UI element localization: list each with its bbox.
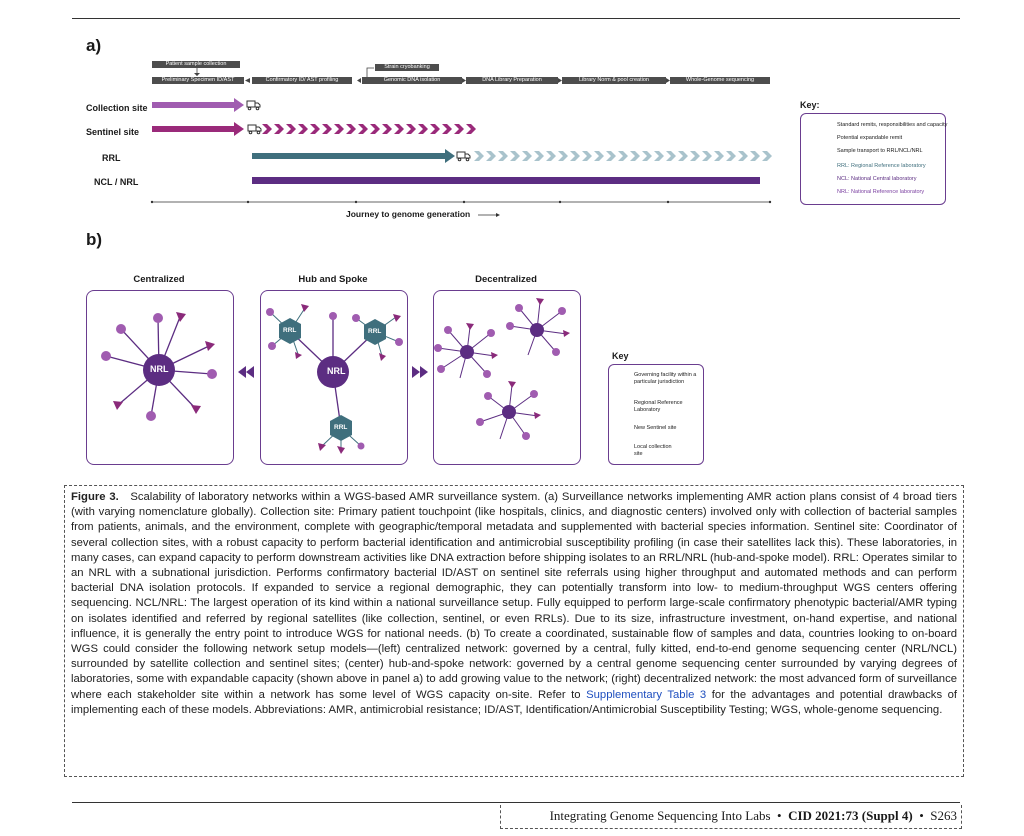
key-a-box: Standard remits, responsibilities and ca… — [800, 113, 948, 205]
patient-collection-box: Patient sample collection — [152, 61, 240, 68]
figure-label: Figure 3. — [71, 491, 119, 503]
truck-icon — [246, 100, 261, 111]
row-label-sentinel: Sentinel site — [86, 127, 140, 137]
key-b-item: Regional Reference Laboratory — [634, 400, 683, 413]
figure-caption: Figure 3. Scalability of laboratory netw… — [64, 485, 964, 777]
key-a-item: Sample transport to RRL/NCL/NRL — [837, 148, 923, 154]
row-label-ncl: NCL / NRL — [94, 177, 139, 187]
key-a-item: RRL: Regional Reference laboratory — [837, 163, 926, 169]
page-number: S263 — [930, 808, 957, 823]
key-a-title: Key: — [800, 100, 820, 110]
panel-b-label: b) — [86, 230, 103, 249]
truck-icon — [456, 151, 471, 162]
running-footer: Integrating Genome Sequencing Into Labs … — [500, 805, 962, 829]
step-preliminary-id: Preliminary Specimen ID/AST — [152, 77, 244, 84]
key-b-item: New Sentinel site — [634, 425, 677, 431]
hub-spoke-box — [260, 290, 408, 465]
key-b-box: Governing facility within a particular j… — [608, 364, 704, 465]
centralized-box — [86, 290, 234, 465]
hub-nrl-label: NRL — [327, 366, 346, 376]
strain-cryobanking-box: Strain cryobanking — [375, 64, 439, 71]
title-hub-spoke: Hub and Spoke — [298, 274, 368, 285]
citation: CID 2021:73 (Suppl 4) — [788, 808, 913, 823]
journal-title: Integrating Genome Sequencing Into Labs — [549, 808, 771, 823]
rrl-label: RRL — [283, 327, 297, 334]
key-a-item: Potential expandable remit — [837, 135, 903, 141]
top-rule — [72, 18, 960, 19]
panel-b-diagram — [101, 298, 627, 454]
step-library-norm: Library Norm & pool creation — [562, 77, 666, 84]
step-library-prep: DNA Library Preparation — [466, 77, 558, 84]
step-confirmatory-id: Confirmatory ID/ AST profiling — [252, 77, 352, 84]
central-nrl-label: NRL — [150, 364, 169, 374]
journey-label: Journey to genome generation — [346, 209, 471, 219]
decentralized-box — [433, 290, 581, 465]
caption-text-end: for the advantages and potential drawbac… — [71, 688, 958, 716]
key-b-item: Governing facility within a particular j… — [634, 372, 697, 385]
title-decentralized: Decentralized — [475, 274, 537, 285]
step-dna-isolation: Genomic DNA isolation — [362, 77, 462, 84]
rrl-label: RRL — [334, 424, 348, 431]
key-a-item: Standard remits, responsibilities and ca… — [837, 122, 948, 128]
panel-a-label: a) — [86, 36, 102, 55]
key-b-item: Local collection site — [634, 444, 672, 457]
supplementary-table-link[interactable]: Supplementary Table 3 — [586, 688, 707, 701]
key-a-item: NCL: National Central laboratory — [837, 176, 917, 182]
key-b-title: Key — [612, 351, 629, 361]
bottom-rule — [72, 802, 960, 803]
title-centralized: Centralized — [133, 274, 185, 285]
caption-text: Scalability of laboratory networks withi… — [71, 491, 957, 701]
key-a-item: NRL: National Reference laboratory — [837, 189, 925, 195]
step-wgs: Whole-Genome sequencing — [670, 77, 770, 84]
truck-icon — [247, 124, 262, 135]
row-label-collection: Collection site — [86, 103, 148, 113]
rrl-label: RRL — [368, 328, 382, 335]
row-label-rrl: RRL — [102, 153, 121, 163]
